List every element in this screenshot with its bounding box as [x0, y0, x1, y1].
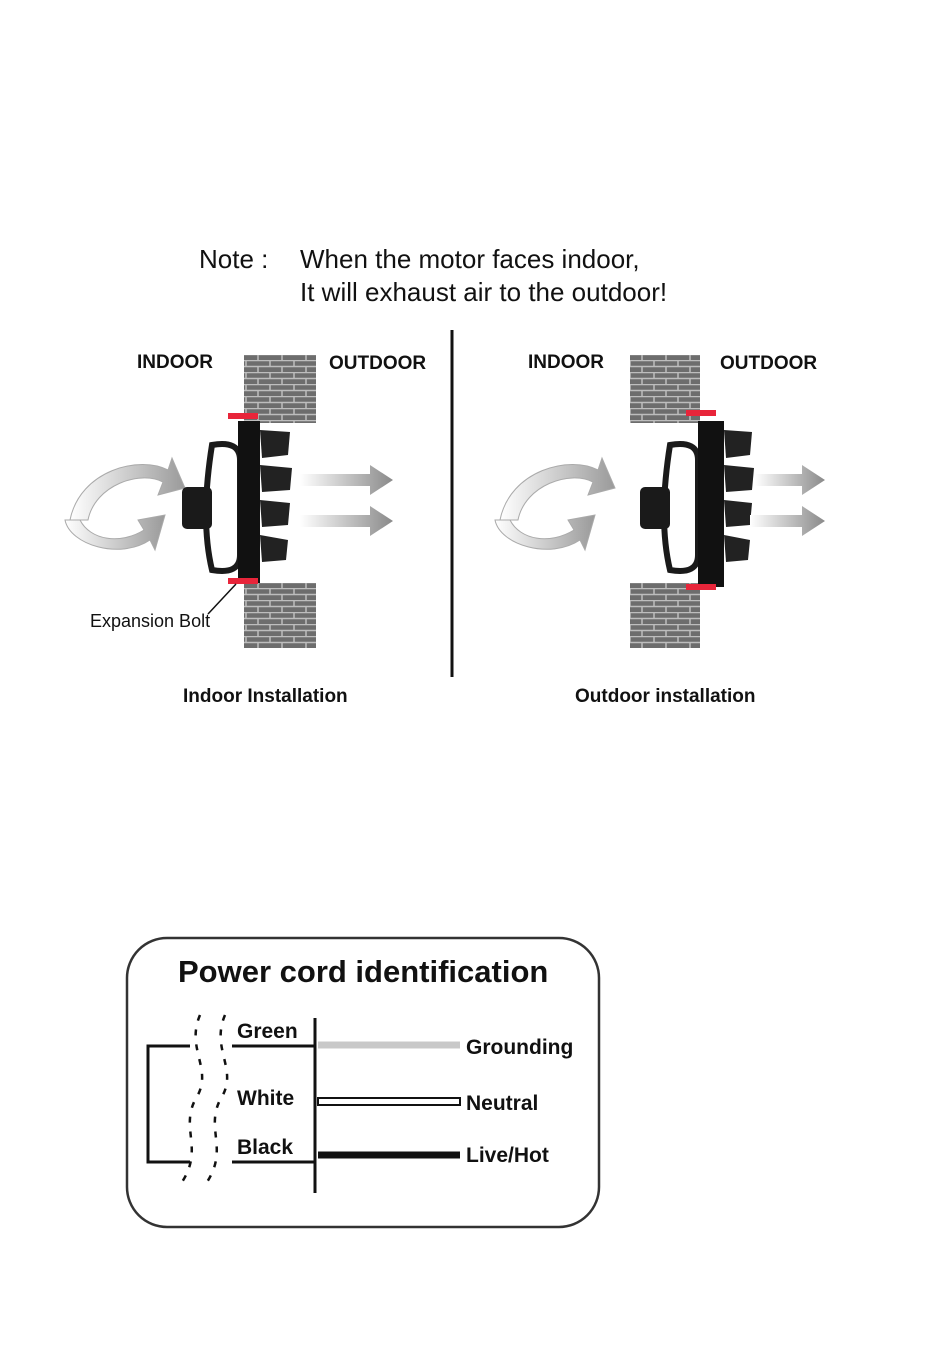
wire-color-white: White [237, 1087, 294, 1111]
exhaust-arrow [750, 506, 825, 536]
indoor-label: INDOOR [137, 352, 213, 374]
fan-blade [260, 430, 290, 458]
fan-frame [238, 421, 260, 583]
indoor-installation-diagram [65, 355, 393, 648]
intake-swirl-arrow [70, 458, 185, 520]
wire-function-neutral: Neutral [466, 1092, 538, 1116]
fan-blade [724, 430, 752, 458]
power-cord-title: Power cord identification [178, 954, 548, 990]
fan-blade [724, 535, 750, 562]
wire-color-black: Black [237, 1136, 293, 1160]
outdoor-installation-diagram [495, 355, 825, 648]
wire-function-grounding: Grounding [466, 1036, 573, 1060]
intake-swirl-arrow-lower [65, 515, 165, 550]
outdoor-installation-caption: Outdoor installation [575, 686, 756, 708]
indoor-installation-caption: Indoor Installation [183, 686, 348, 708]
intake-swirl-arrow-lower [495, 515, 595, 550]
indoor-label: INDOOR [528, 352, 604, 374]
expansion-bolt-label: Expansion Bolt [90, 611, 210, 632]
exhaust-arrow [300, 465, 393, 495]
fan-blade [260, 465, 292, 492]
outdoor-label: OUTDOOR [329, 353, 426, 375]
intake-swirl-arrow [500, 458, 615, 520]
exhaust-arrow [755, 465, 825, 495]
fan-frame [698, 421, 724, 587]
fan-blade [260, 535, 288, 562]
fan-blade [724, 465, 754, 492]
outdoor-label: OUTDOOR [720, 353, 817, 375]
callout-leader [208, 584, 236, 614]
wire-color-green: Green [237, 1020, 298, 1044]
expansion-bolt-top [686, 410, 716, 416]
neutral-wire [318, 1098, 460, 1105]
fan-blade [260, 500, 290, 527]
fan-blade [724, 500, 752, 527]
expansion-bolt-bottom [686, 584, 716, 590]
expansion-bolt-bottom [228, 578, 258, 584]
wall-lower [244, 583, 316, 648]
exhaust-arrow [300, 506, 393, 536]
wire-function-live: Live/Hot [466, 1144, 549, 1168]
wall-lower [630, 583, 700, 648]
wall-upper [244, 355, 316, 423]
expansion-bolt-top [228, 413, 258, 419]
